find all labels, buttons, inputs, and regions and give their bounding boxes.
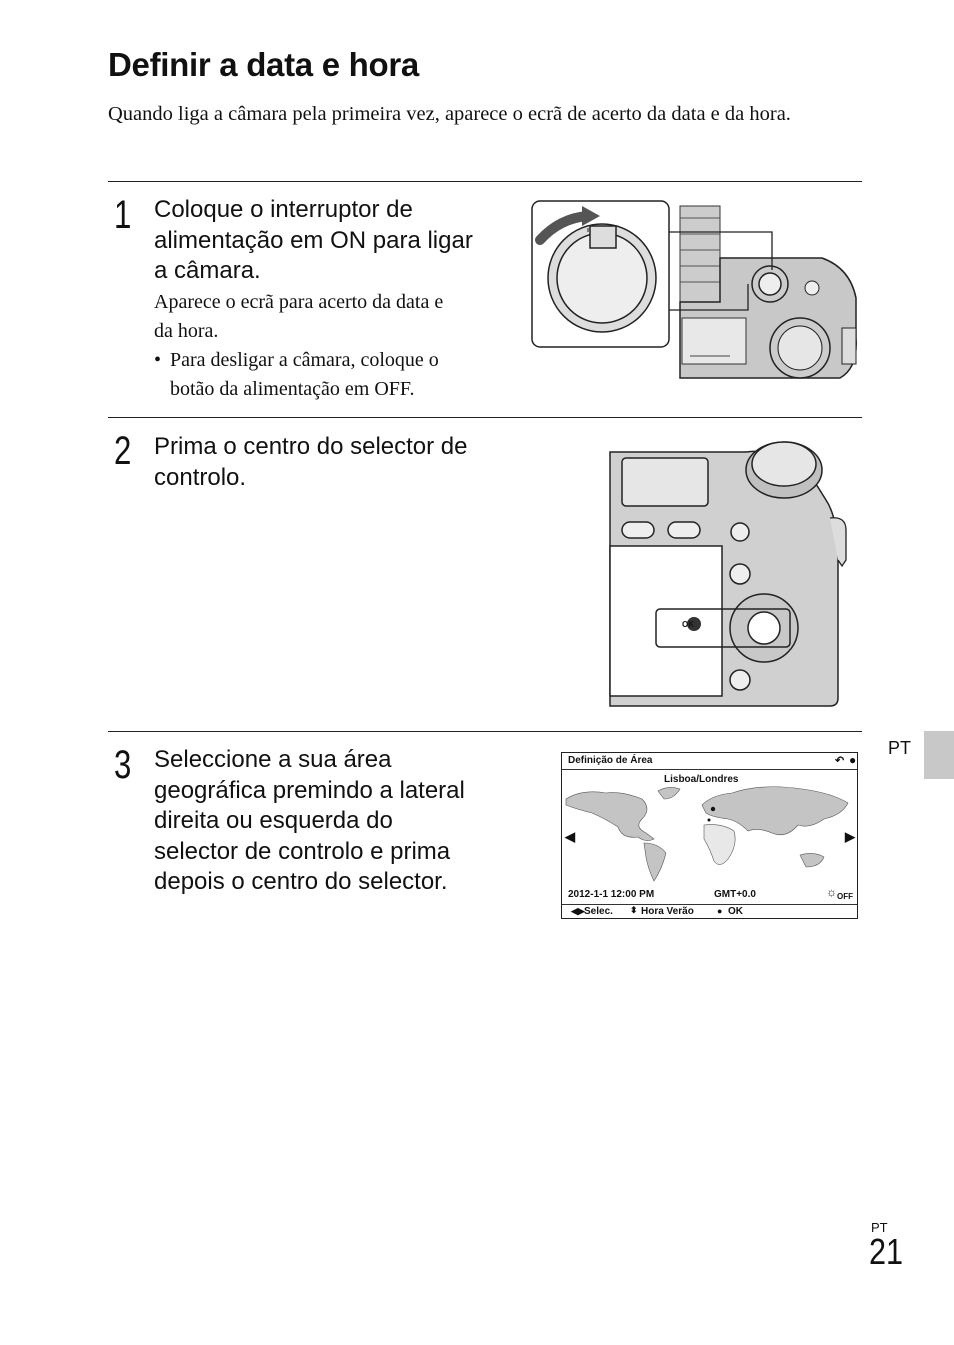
help-ok: OK	[728, 906, 743, 917]
bullet-mark: •	[154, 349, 162, 371]
ok-button-icon	[687, 617, 701, 631]
language-tab-marker	[924, 731, 954, 779]
heading-line: geográfica premindo a lateral	[154, 776, 465, 804]
world-map	[565, 786, 849, 882]
up-down-arrows-icon: ⬍	[630, 905, 638, 915]
selected-city-marker	[710, 806, 716, 812]
screen-title: Definição de Área	[568, 755, 653, 766]
center-dot-icon: ●	[717, 906, 723, 916]
step-1-heading: Coloque o interruptor de alimentação em …	[154, 195, 473, 287]
heading-line: controlo.	[154, 463, 247, 491]
step-3-heading: Seleccione a sua área geográfica premind…	[154, 745, 465, 898]
heading-line: selector de controlo e prima	[154, 837, 451, 865]
center-dot-icon: ●	[849, 753, 857, 767]
heading-line: Coloque o interruptor de	[154, 196, 413, 223]
control-wheel-illustration: OK	[609, 441, 847, 707]
footer-language: PT	[871, 1220, 888, 1235]
ok-label: OK	[682, 620, 694, 629]
left-right-arrows-icon: ◀▶	[571, 906, 585, 916]
heading-line: a câmara.	[154, 257, 261, 284]
step-2-heading: Prima o centro do selector de controlo.	[154, 432, 468, 493]
language-tab-label: PT	[888, 738, 912, 758]
heading-line: alimentação em ON para ligar	[154, 226, 473, 254]
bullet-line: Para desligar a câmara, coloque o	[170, 349, 439, 371]
dst-status: OFF	[837, 892, 853, 901]
screen-gmt: GMT+0.0	[714, 889, 756, 900]
screen-divider	[562, 904, 857, 905]
step-number: 2	[114, 429, 132, 473]
arrow-right-icon: ▶	[845, 829, 855, 844]
heading-line: Seleccione a sua área	[154, 746, 392, 773]
heading-line: direita ou esquerda do	[154, 807, 393, 834]
help-dst: Hora Verão	[641, 906, 694, 917]
page-number: 21	[869, 1231, 904, 1272]
heading-line: depois o centro do selector.	[154, 868, 448, 895]
screen-divider	[562, 769, 857, 770]
step-divider	[108, 417, 862, 418]
intro-paragraph: Quando liga a câmara pela primeira vez, …	[108, 103, 791, 125]
body-line: Aparece o ecrã para acerto da data e	[154, 291, 444, 313]
heading-line: Prima o centro do selector de	[154, 433, 468, 460]
body-line: da hora.	[154, 320, 219, 342]
step-number: 3	[114, 743, 132, 787]
sun-dst-icon: ☼	[826, 885, 837, 899]
step-divider	[108, 181, 862, 182]
bullet-item: • Para desligar a câmara, coloque o botã…	[154, 346, 514, 404]
power-switch-illustration	[531, 200, 857, 379]
step-number: 1	[114, 193, 132, 237]
step-1-body: Aparece o ecrã para acerto da data e da …	[154, 288, 514, 404]
step-divider	[108, 731, 862, 732]
screen-datetime: 2012-1-1 12:00 PM	[568, 889, 655, 900]
city-name: Lisboa/Londres	[664, 774, 739, 785]
return-icon: ↶	[835, 755, 845, 767]
arrow-left-icon: ◀	[565, 829, 575, 844]
help-select: Selec.	[584, 906, 613, 917]
area-setting-screen: Definição de Área ↶ ● Lisboa/Londres ◀ ▶…	[561, 752, 858, 919]
page-title: Definir a data e hora	[108, 46, 419, 83]
bullet-line: botão da alimentação em OFF.	[170, 378, 415, 400]
